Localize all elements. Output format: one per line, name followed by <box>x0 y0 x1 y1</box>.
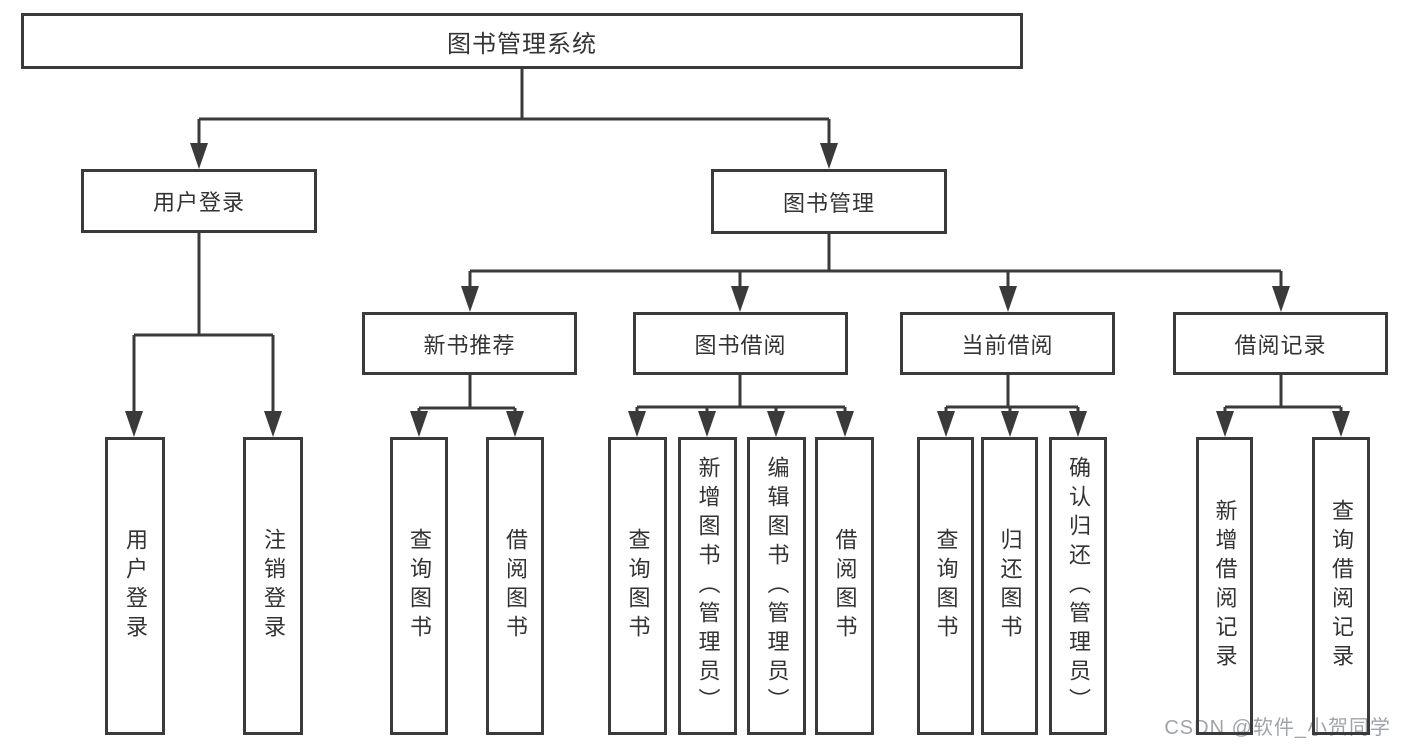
arrowhead-icons <box>125 143 1350 437</box>
leaf-add-borrow-record: 新增借阅记录 <box>1196 437 1253 735</box>
leaf-return-books: 归还图书 <box>981 437 1038 735</box>
leaf-query-books-recommend: 查询图书 <box>390 437 448 735</box>
node-borrow-records: 借阅记录 <box>1173 312 1388 375</box>
leaf-logout: 注销登录 <box>243 437 303 735</box>
leaf-query-books-current: 查询图书 <box>917 437 974 735</box>
leaf-edit-books-admin: 编辑图书（管理员） <box>747 437 806 735</box>
connector-paths <box>132 69 1343 416</box>
node-book-management: 图书管理 <box>711 169 947 234</box>
node-new-book-recommend: 新书推荐 <box>362 312 577 375</box>
leaf-query-books-borrow: 查询图书 <box>608 437 667 735</box>
csdn-watermark: CSDN @软件_小贺同学 <box>1164 717 1391 739</box>
leaf-user-login: 用户登录 <box>105 437 165 735</box>
node-user-login: 用户登录 <box>81 169 317 233</box>
leaf-borrow-books: 借阅图书 <box>815 437 874 735</box>
node-current-borrow: 当前借阅 <box>900 312 1115 375</box>
leaf-borrow-books-recommend: 借阅图书 <box>486 437 544 735</box>
leaf-confirm-return-admin: 确认归还（管理员） <box>1049 437 1107 735</box>
leaf-query-borrow-record: 查询借阅记录 <box>1312 437 1370 735</box>
node-book-borrow: 图书借阅 <box>633 312 848 375</box>
node-system-root: 图书管理系统 <box>21 13 1023 69</box>
leaf-add-books-admin: 新增图书（管理员） <box>678 437 737 735</box>
